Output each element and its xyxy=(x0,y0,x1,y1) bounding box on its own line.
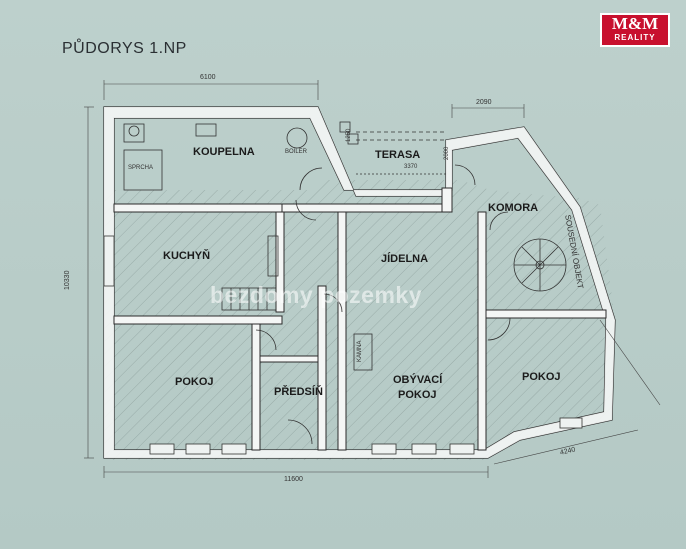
room-komora: KOMORA xyxy=(488,202,539,214)
door-arc xyxy=(454,164,476,186)
room-jidelna: JÍDELNA xyxy=(381,253,429,265)
spiral-staircase xyxy=(513,238,567,292)
door-arc xyxy=(255,329,277,351)
door-arc xyxy=(299,167,323,191)
room-obyvaci-line2: POKOJ xyxy=(398,389,437,401)
room-predsin: PŘEDSÍŇ xyxy=(274,386,323,398)
dim-terasa-depth-b: 2000 xyxy=(444,146,450,160)
room-obyvaci-line1: OBÝVACÍ xyxy=(393,374,443,386)
room-koupelna: KOUPELNA xyxy=(193,146,255,158)
dim-top-right: 2090 xyxy=(476,99,492,106)
stove-label: KAMNA xyxy=(357,340,363,362)
stove-icon xyxy=(353,333,373,371)
toilet-icon xyxy=(123,123,145,143)
logo-sub: REALITY xyxy=(614,33,656,42)
terasa-structure xyxy=(339,121,446,175)
room-pokoj-right: POKOJ xyxy=(522,371,561,383)
dim-left-height: 10330 xyxy=(64,270,71,290)
room-pokoj-left: POKOJ xyxy=(175,376,214,388)
dim-bottom-width: 11600 xyxy=(284,476,303,483)
dim-terasa-depth-a: 1250 xyxy=(346,128,352,142)
dim-top-left: 6100 xyxy=(200,74,216,81)
room-kuchyn: KUCHYŇ xyxy=(163,250,211,262)
shower-label: SPRCHA xyxy=(128,165,154,171)
boiler-icon xyxy=(286,127,308,149)
boiler-label: BOILER xyxy=(285,149,308,155)
brand-logo: M&M REALITY xyxy=(600,13,670,47)
sink-icon xyxy=(195,123,217,137)
dim-terasa-width: 3370 xyxy=(404,164,418,170)
door-arc xyxy=(487,317,511,341)
door-arc xyxy=(295,199,317,221)
watermark: bezdomy pozemky xyxy=(210,282,422,308)
shower-icon xyxy=(123,149,163,191)
staircase xyxy=(221,235,279,311)
logo-brand: M&M xyxy=(611,14,659,33)
bathroom-fixtures xyxy=(123,123,308,191)
toilet-bowl-icon xyxy=(128,125,140,137)
door-arc xyxy=(287,419,313,445)
page-title: PŮDORYS 1.NP xyxy=(62,40,187,57)
door-arc xyxy=(489,211,509,231)
doors xyxy=(255,164,511,445)
interior-walls xyxy=(113,187,607,451)
room-terasa: TERASA xyxy=(375,149,421,161)
windows xyxy=(103,235,583,455)
door-arc xyxy=(323,293,343,313)
dimension-lines xyxy=(84,80,661,478)
